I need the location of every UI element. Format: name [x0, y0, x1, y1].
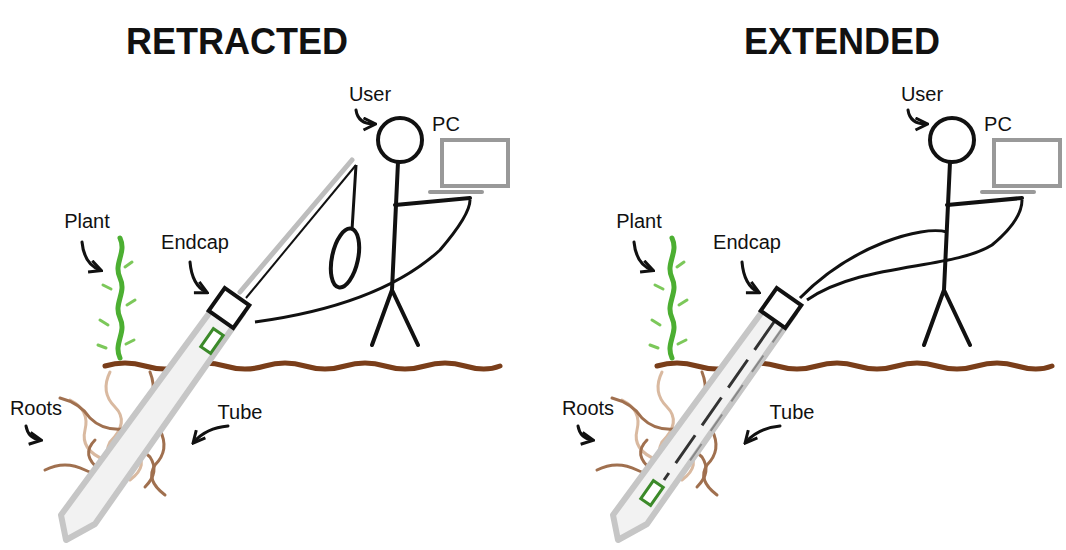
rod-edge: [682, 326, 784, 472]
panel-title: RETRACTED: [126, 22, 348, 62]
sensor: [201, 329, 223, 354]
cable: [255, 165, 470, 322]
sensor: [641, 481, 663, 506]
part-label: PC: [432, 113, 460, 135]
part-label: Tube: [770, 401, 815, 423]
part-label: Roots: [10, 397, 62, 419]
part-label: Roots: [562, 397, 614, 419]
scene: [578, 110, 1060, 540]
part-label: User: [901, 83, 943, 105]
part-label: Plant: [64, 210, 110, 232]
rod: [240, 160, 352, 292]
part-label: User: [349, 83, 391, 105]
scene: [26, 110, 508, 540]
cable: [800, 200, 1022, 300]
rod-edge: [246, 165, 356, 298]
part-label: Endcap: [161, 231, 229, 253]
endcap: [209, 288, 250, 328]
part-label: Plant: [616, 210, 662, 232]
part-label: Endcap: [713, 231, 781, 253]
endcap: [761, 288, 802, 328]
panel-title: EXTENDED: [744, 22, 940, 62]
rod: [664, 322, 774, 480]
part-label: PC: [984, 113, 1012, 135]
part-label: Tube: [218, 401, 263, 423]
extended-panel: [578, 110, 1060, 540]
retracted-panel: [26, 110, 508, 540]
cable-loop: [326, 226, 364, 290]
